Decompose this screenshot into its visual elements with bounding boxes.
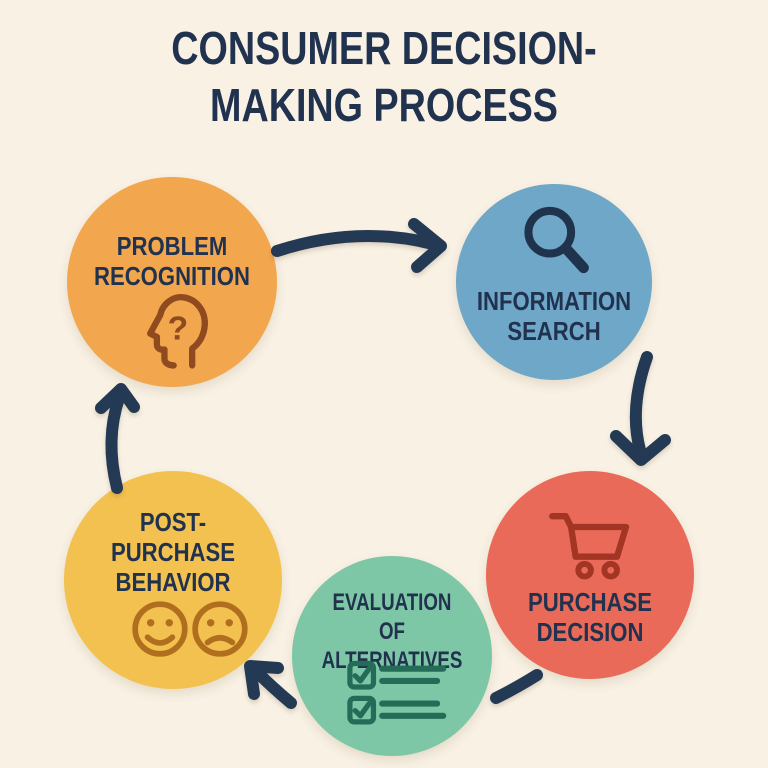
node-label-line: SEARCH: [507, 316, 601, 346]
node-label-line: PURCHASE: [527, 587, 653, 617]
arrow-problem-to-information: [271, 218, 447, 273]
happy-face-smile: [144, 634, 176, 646]
cart-body: [549, 513, 630, 560]
node-problem-recognition: PROBLEM RECOGNITION ?: [67, 177, 277, 387]
node-label-line: DECISION: [536, 617, 644, 647]
shopping-cart-icon: [549, 513, 630, 580]
head-profile-outline: [147, 294, 208, 369]
page-title: CONSUMER DECISION- MAKING PROCESS: [69, 20, 699, 134]
node-problem-label: PROBLEM RECOGNITION: [83, 231, 262, 291]
arrow-head: [244, 660, 284, 700]
arrow-head: [610, 430, 671, 466]
sad-face-frown: [204, 634, 236, 646]
arrow-shaft: [105, 392, 125, 494]
node-purchase-label: PURCHASE DECISION: [502, 587, 679, 647]
node-label-line: PURCHASE: [110, 537, 236, 567]
node-label-line: POST-: [139, 507, 207, 537]
node-label-line: EVALUATION: [332, 589, 452, 616]
arrow-head: [95, 383, 140, 414]
happy-face-outline: [132, 601, 188, 657]
arrow-shaft: [490, 669, 543, 704]
checklist-strokes: [347, 660, 447, 725]
arrow-purchase-to-evaluation: [490, 669, 543, 704]
magnifier-icon: [524, 206, 589, 274]
head-question-icon: ?: [147, 294, 208, 369]
node-information-search: INFORMATION SEARCH: [456, 184, 652, 380]
page-title-line: CONSUMER DECISION-: [171, 22, 597, 74]
sad-face-outline: [192, 601, 248, 657]
page-title-line: MAKING PROCESS: [210, 79, 558, 131]
node-information-label: INFORMATION SEARCH: [471, 286, 638, 346]
arrow-postpurchase-to-problem: [95, 383, 140, 494]
magnifier-handle: [560, 242, 589, 274]
cart-wheel: [601, 560, 620, 580]
node-postpurchase-label: POST- PURCHASE BEHAVIOR: [80, 507, 265, 597]
happy-sad-faces-icon: [132, 601, 248, 657]
checklist-icon: [347, 660, 447, 725]
arrow-shaft: [252, 667, 297, 709]
node-evaluation-of-alternatives: EVALUATION OF ALTERNATIVES: [292, 556, 492, 756]
arrow-shaft: [271, 230, 439, 257]
arrow-head: [408, 218, 447, 273]
node-label-line: BEHAVIOR: [115, 567, 231, 597]
arrow-shaft: [629, 351, 653, 456]
node-post-purchase-behavior: POST- PURCHASE BEHAVIOR: [64, 471, 282, 689]
faces-strokes: [132, 601, 248, 657]
node-label-line: RECOGNITION: [94, 261, 250, 291]
node-label-line: PROBLEM: [116, 231, 228, 261]
arrow-evaluation-to-postpurchase: [244, 660, 297, 709]
arrow-information-to-purchase: [610, 351, 671, 466]
faces-eyes: [146, 619, 233, 627]
magnifier-lens: [524, 206, 576, 258]
question-mark-glyph: ?: [168, 310, 189, 347]
node-label-line: INFORMATION: [476, 286, 632, 316]
cart-wheel: [575, 560, 594, 580]
node-purchase-decision: PURCHASE DECISION: [486, 471, 694, 679]
